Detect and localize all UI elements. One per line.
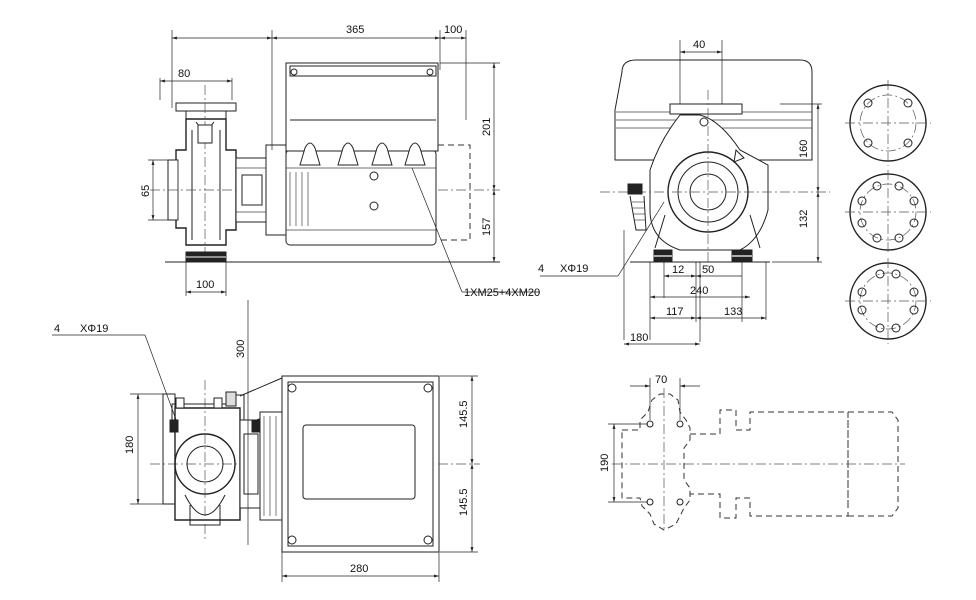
dim-157: 157 [481, 218, 493, 236]
dim-280: 280 [350, 563, 368, 575]
dim-50: 50 [702, 264, 714, 276]
dim-365: 365 [346, 24, 364, 36]
flange-4-hole [845, 80, 931, 166]
dim-160: 160 [798, 140, 810, 158]
dim-100-top: 100 [444, 24, 462, 36]
dim-201: 201 [481, 118, 493, 136]
dim-300: 300 [235, 340, 247, 358]
dim-40: 40 [693, 39, 705, 51]
dim-65: 65 [140, 185, 152, 197]
plan-view: 4 XΦ19 300 180 145.5 145.5 280 [52, 300, 480, 582]
flange-details [845, 80, 931, 344]
dim-145-5-bottom: 145.5 [458, 488, 470, 516]
dim-240: 240 [690, 285, 708, 297]
outline-view: 70 190 [599, 374, 905, 531]
cable-gland-label: 1XM25+4XM20 [464, 287, 540, 299]
dim-117: 117 [666, 306, 684, 318]
dim-132: 132 [798, 210, 810, 228]
side-elevation-view: 365 100 80 201 157 65 100 1XM25+4XM20 [140, 24, 540, 299]
flange-8-hole-alt [845, 258, 931, 344]
flange-8-hole [845, 170, 931, 254]
dim-190: 190 [599, 454, 611, 472]
hole-count-left: 4 [54, 323, 60, 335]
dim-80: 80 [178, 68, 190, 80]
dim-12: 12 [672, 264, 684, 276]
hole-count-right: 4 [538, 263, 544, 275]
dim-180-left: 180 [124, 436, 136, 454]
hole-dia-right: XΦ19 [560, 263, 588, 275]
dim-145-5-top: 145.5 [458, 400, 470, 428]
hole-dia-left: XΦ19 [80, 323, 108, 335]
end-elevation-view: 40 160 132 4 XΦ19 12 50 240 117 133 180 [538, 39, 830, 346]
dim-100-bottom: 100 [196, 279, 214, 291]
dim-70: 70 [655, 374, 667, 386]
dim-133: 133 [724, 306, 742, 318]
dim-180-right: 180 [630, 332, 648, 344]
